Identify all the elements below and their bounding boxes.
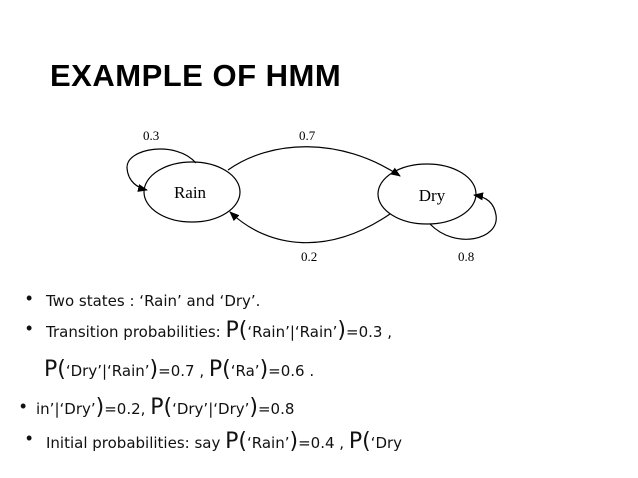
bullet-text: =0.4 , xyxy=(298,434,349,452)
bullet-text: in’|‘Dry’ xyxy=(36,400,96,418)
bullet-text: =0.8 xyxy=(257,400,295,418)
paren: ) xyxy=(95,395,105,420)
paren: ) xyxy=(289,429,299,454)
bullet-text: ‘Ra’ xyxy=(230,362,260,380)
prob-notation: P( xyxy=(225,318,248,343)
prob-dry-to-rain: 0.2 xyxy=(301,249,317,264)
prob-notation: P( xyxy=(150,395,173,420)
bullet-text: ‘Dry’|‘Dry’ xyxy=(172,400,250,418)
bullet-dot: • xyxy=(26,318,33,338)
paren: ) xyxy=(249,395,258,420)
arrow-dry-self xyxy=(429,192,497,240)
prob-notation: P( xyxy=(208,357,231,382)
bullet-item-2-cont: P(‘Dry’|‘Rain’)=0.7 , P(‘Ra’)=0.6 . xyxy=(44,357,315,382)
bullet-text: Initial probabilities: say xyxy=(46,434,226,452)
bullet-text: Transition probabilities: xyxy=(46,323,226,341)
arrow-dry-to-rain xyxy=(229,211,391,244)
prob-rain-to-dry: 0.7 xyxy=(299,128,316,143)
bullet-item-1: Two states : ‘Rain’ and ‘Dry’. xyxy=(46,291,260,311)
slide-title: EXAMPLE OF HMM xyxy=(50,58,342,93)
state-rain-label: Rain xyxy=(174,183,207,202)
paren: ) xyxy=(337,318,346,343)
bullet-dot: • xyxy=(20,396,27,416)
paren: ) xyxy=(149,357,159,382)
bullet-text: ‘Rain’ xyxy=(246,434,290,452)
bullet-dot: • xyxy=(26,288,33,308)
arrow-rain-self xyxy=(126,148,197,192)
bullet-text: ‘Dry xyxy=(370,434,403,452)
bullet-item-2: Transition probabilities: P(‘Rain’|‘Rain… xyxy=(46,318,392,343)
prob-notation: P( xyxy=(348,429,371,454)
bullet-text: ‘Dry’|‘Rain’ xyxy=(65,362,150,380)
bullet-dot: • xyxy=(26,428,33,448)
bullet-text: ‘Rain’|‘Rain’ xyxy=(247,323,338,341)
prob-notation: P( xyxy=(44,357,66,382)
bullet-text: =0.7 , xyxy=(158,362,209,380)
state-rain-node xyxy=(143,161,241,223)
state-dry-label: Dry xyxy=(419,186,446,205)
bullet-text: =0.2, xyxy=(104,400,151,418)
bullet-item-4: Initial probabilities: say P(‘Rain’)=0.4… xyxy=(46,429,403,454)
bullet-item-3: in’|‘Dry’)=0.2, P(‘Dry’|‘Dry’)=0.8 xyxy=(36,395,295,420)
bullet-text: =0.6 . xyxy=(268,362,315,380)
paren: ) xyxy=(259,357,269,382)
prob-dry-self: 0.8 xyxy=(458,249,474,264)
bullet-text: Two states : ‘Rain’ and ‘Dry’. xyxy=(46,292,261,310)
prob-rain-self: 0.3 xyxy=(143,128,159,143)
bullet-text: =0.3 , xyxy=(346,323,392,341)
arrow-rain-to-dry xyxy=(227,146,401,177)
prob-notation: P( xyxy=(225,429,247,454)
